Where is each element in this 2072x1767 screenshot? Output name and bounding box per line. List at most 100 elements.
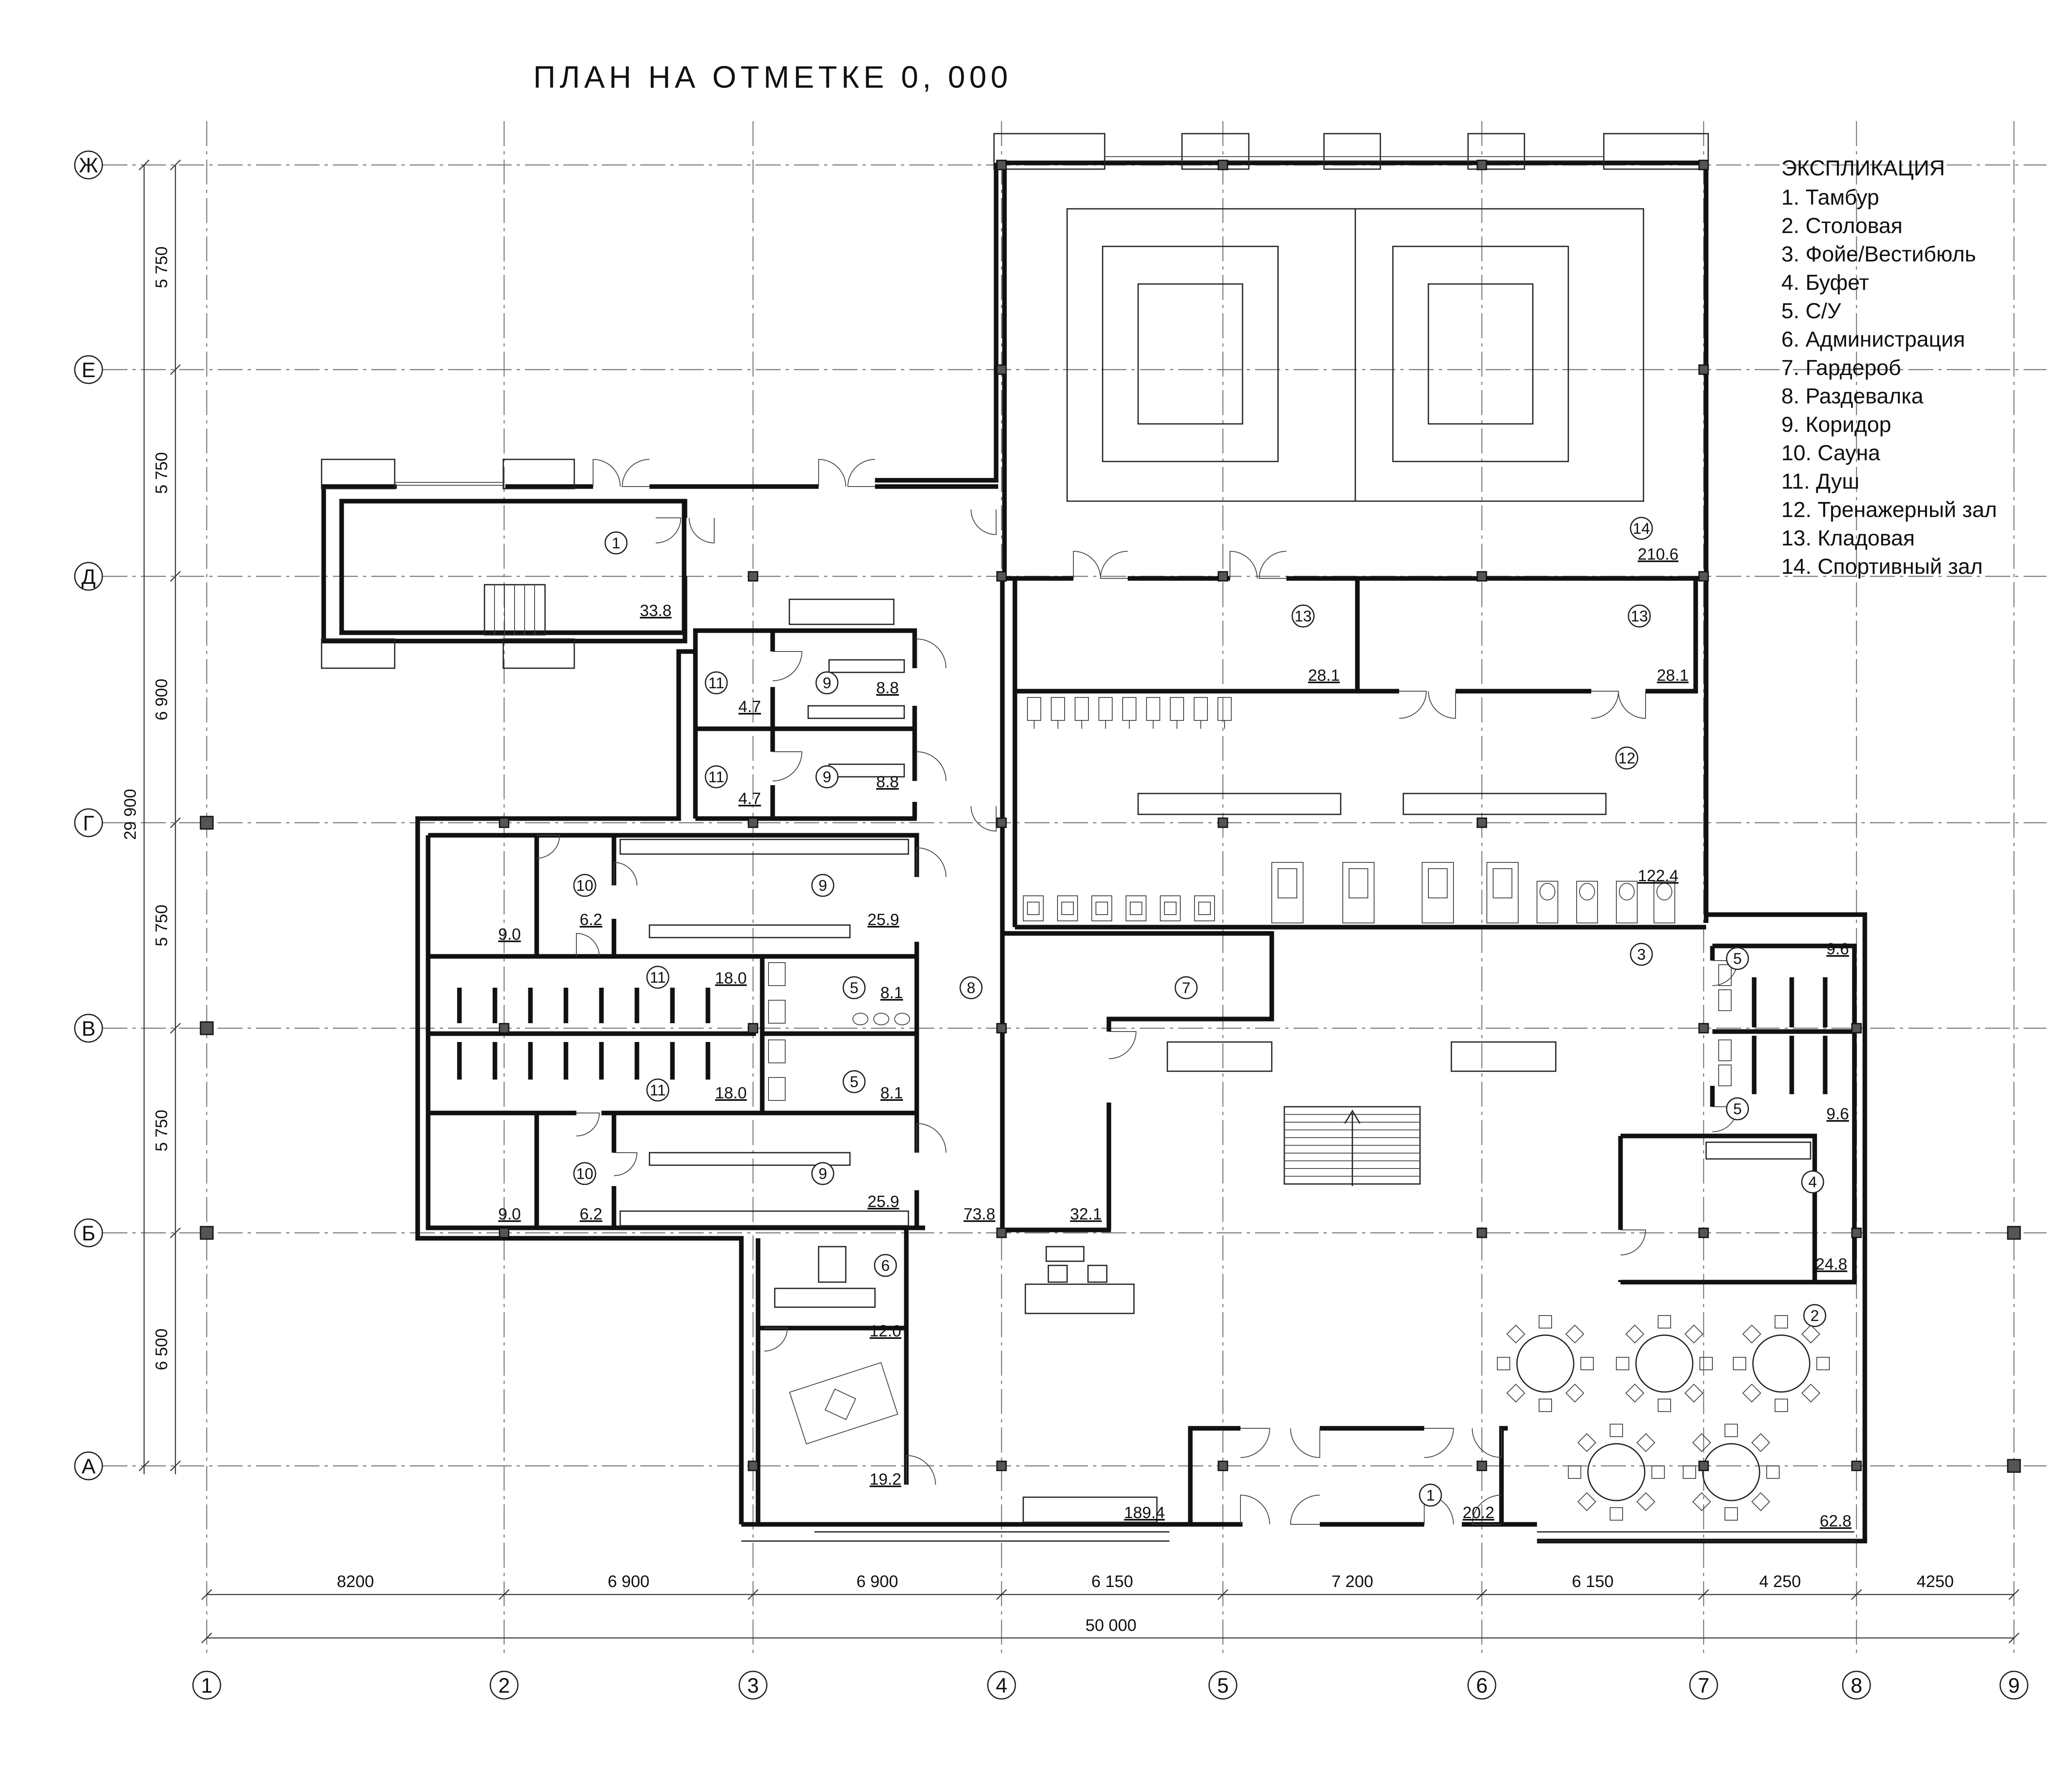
room-area: 6.2 bbox=[580, 911, 602, 929]
room-number-bubble bbox=[573, 1162, 596, 1185]
door bbox=[916, 638, 946, 669]
room-number-bubble bbox=[874, 1254, 897, 1277]
room-number-bubble bbox=[646, 1078, 670, 1102]
chair bbox=[1610, 1507, 1623, 1521]
gym-machine bbox=[1051, 697, 1065, 721]
axis-bubble bbox=[1689, 1671, 1718, 1700]
room-number-bubble bbox=[811, 874, 834, 897]
room-number: 9 bbox=[819, 877, 827, 894]
room-area: 9.6 bbox=[1826, 940, 1849, 958]
gym-machine bbox=[1126, 895, 1146, 921]
room-area: 25.9 bbox=[867, 911, 899, 929]
column bbox=[1698, 571, 1709, 582]
door bbox=[1620, 1230, 1646, 1255]
treadmill bbox=[1422, 862, 1454, 923]
room-area: 19.2 bbox=[870, 1470, 901, 1488]
room-number: 11 bbox=[708, 674, 724, 692]
room-area: 18.0 bbox=[715, 1084, 747, 1102]
dimension-x: 4250 bbox=[1917, 1572, 1954, 1591]
treadmill bbox=[1271, 862, 1304, 923]
explication-item: 10. Сауна bbox=[1781, 441, 1880, 465]
dimension-x: 6 900 bbox=[608, 1572, 649, 1591]
room-area: 8.8 bbox=[876, 679, 899, 697]
room-number: 5 bbox=[850, 1073, 859, 1090]
columns bbox=[200, 160, 2021, 1473]
axis-label-y: Ж bbox=[79, 154, 98, 177]
column bbox=[1476, 1460, 1487, 1471]
chair bbox=[1580, 1357, 1594, 1370]
axis-bubble bbox=[74, 562, 103, 591]
room-area: 6.2 bbox=[580, 1205, 602, 1223]
toilet bbox=[1718, 1065, 1732, 1086]
column bbox=[1476, 817, 1487, 828]
explication-item: 5. С/У bbox=[1781, 299, 1841, 323]
chair bbox=[1625, 1384, 1644, 1403]
dining-table bbox=[1587, 1443, 1646, 1501]
toilet bbox=[1718, 1039, 1732, 1061]
room-area: 28.1 bbox=[1308, 667, 1340, 684]
explication-item: 14. Спортивный зал bbox=[1781, 555, 1983, 579]
column bbox=[2007, 1226, 2021, 1240]
chair bbox=[1725, 1424, 1738, 1437]
chair bbox=[1684, 1324, 1704, 1344]
door bbox=[1290, 1428, 1320, 1458]
gym-machine bbox=[1160, 895, 1181, 921]
column bbox=[1217, 571, 1228, 582]
dimension-y: 5 750 bbox=[152, 905, 171, 946]
gym-equipment bbox=[1023, 697, 1675, 923]
room-number: 1 bbox=[1426, 1487, 1435, 1504]
chair bbox=[1658, 1399, 1671, 1412]
chair bbox=[1577, 1492, 1596, 1511]
explication-item: 13. Кладовая bbox=[1781, 526, 1915, 550]
door bbox=[536, 835, 560, 859]
toilet bbox=[768, 962, 786, 986]
room-number-bubble bbox=[1291, 604, 1315, 628]
room-number: 6 bbox=[881, 1257, 890, 1274]
room-number-bubble bbox=[1615, 746, 1638, 770]
door bbox=[764, 1328, 788, 1351]
gym-machine bbox=[1576, 881, 1598, 923]
room-area: 33.8 bbox=[640, 602, 672, 620]
chair bbox=[1577, 1433, 1596, 1452]
gym-machine bbox=[1098, 697, 1113, 721]
column bbox=[499, 817, 510, 828]
explication-item: 6. Администрация bbox=[1781, 327, 1965, 352]
chair bbox=[1751, 1433, 1770, 1452]
chair bbox=[1742, 1324, 1761, 1344]
room-area: 210.6 bbox=[1638, 545, 1679, 563]
room-number-bubble bbox=[1630, 517, 1653, 540]
door bbox=[1290, 1495, 1320, 1525]
door bbox=[1240, 1428, 1271, 1458]
room-area: 8.1 bbox=[880, 984, 903, 1002]
column bbox=[996, 364, 1007, 375]
chair bbox=[1625, 1324, 1644, 1344]
gym-machine bbox=[1217, 697, 1232, 721]
room-number-bubble bbox=[1726, 1097, 1749, 1121]
dimension-y: 5 750 bbox=[152, 452, 171, 494]
door bbox=[818, 459, 846, 487]
room-number: 13 bbox=[1294, 608, 1311, 625]
door bbox=[689, 517, 715, 544]
room-number-bubble bbox=[815, 671, 839, 695]
room-number: 8 bbox=[967, 979, 976, 996]
column bbox=[1476, 160, 1487, 170]
room-area: 18.0 bbox=[715, 969, 747, 987]
room-number: 4 bbox=[1808, 1174, 1817, 1191]
room-number-bubble bbox=[1726, 947, 1749, 970]
gym-machine bbox=[1146, 697, 1160, 721]
axis-label-y: Д bbox=[81, 565, 96, 588]
room-number-bubble bbox=[646, 966, 670, 989]
room-number: 7 bbox=[1182, 979, 1191, 996]
office-desks bbox=[789, 1362, 898, 1445]
gym-machine bbox=[1654, 881, 1675, 923]
dimension-x: 6 900 bbox=[856, 1572, 898, 1591]
dimension-x: 7 200 bbox=[1331, 1572, 1373, 1591]
explication-heading: ЭКСПЛИКАЦИЯ bbox=[1781, 156, 1945, 180]
column bbox=[748, 571, 758, 582]
room-number: 5 bbox=[850, 979, 859, 996]
chair bbox=[1775, 1315, 1788, 1328]
benches bbox=[619, 598, 1811, 1523]
axis-bubble bbox=[1208, 1671, 1238, 1700]
